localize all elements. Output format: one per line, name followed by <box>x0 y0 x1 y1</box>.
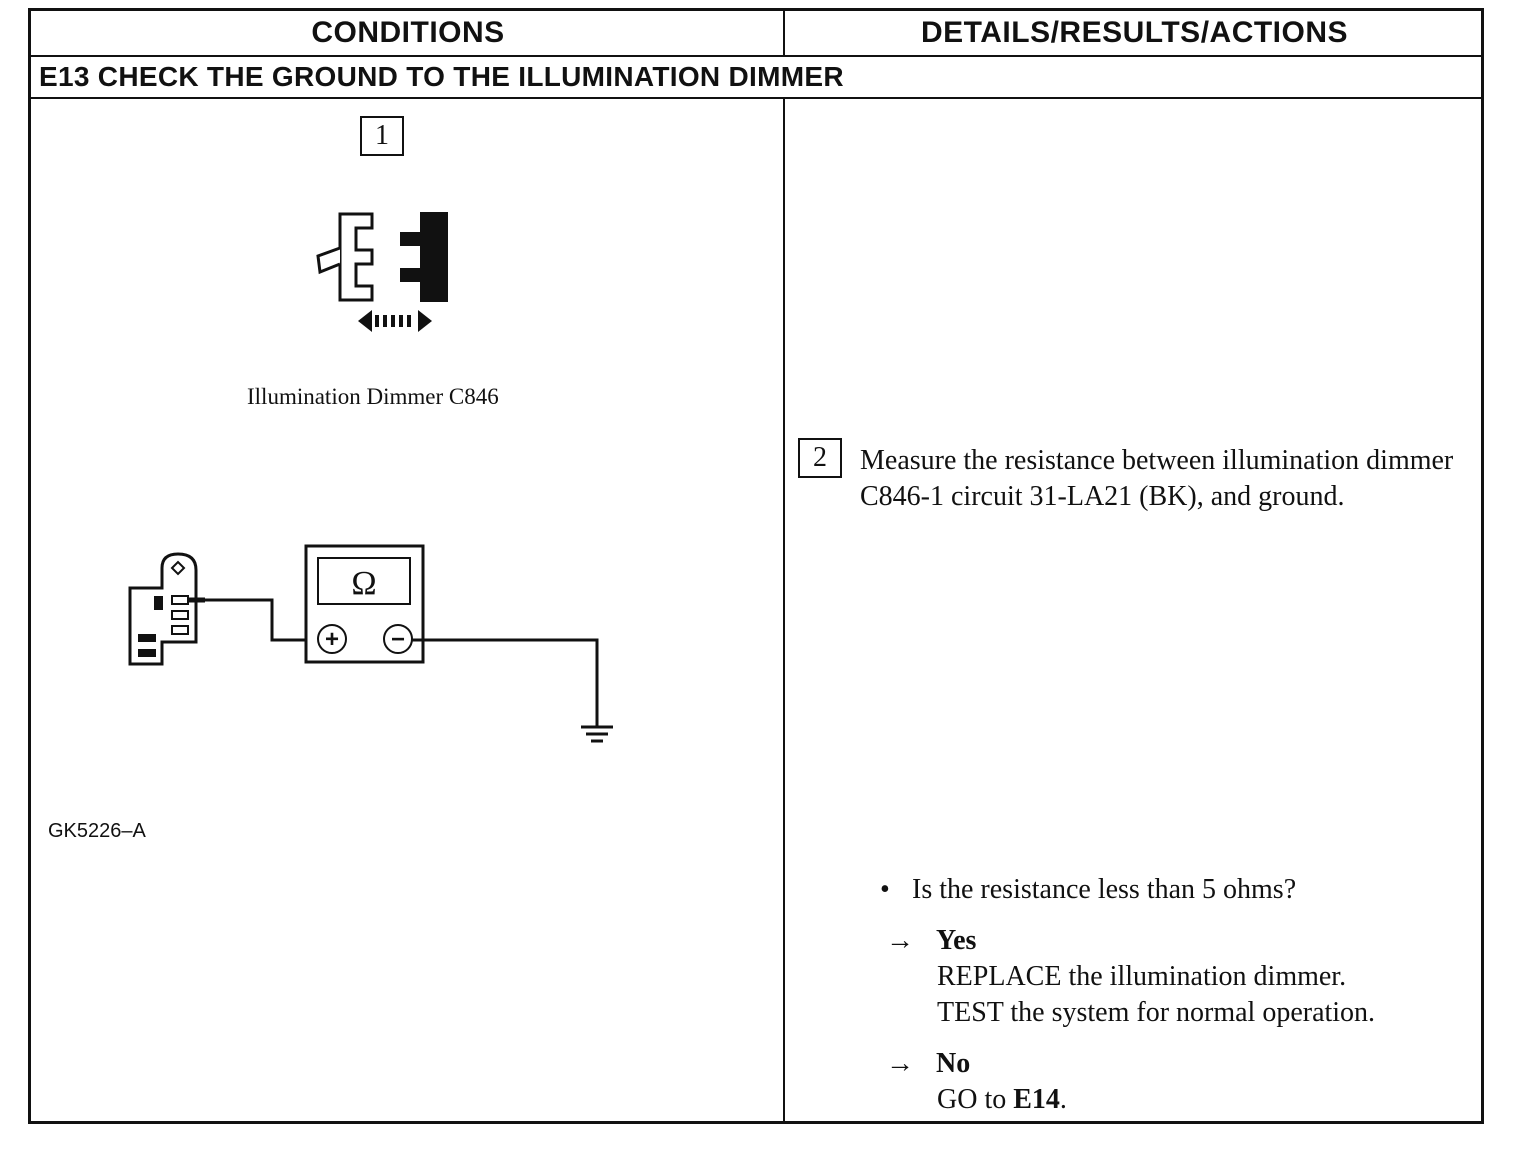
connector-latch <box>316 246 341 275</box>
ground-icon <box>581 725 613 743</box>
procedure-table: CONDITIONS DETAILS/RESULTS/ACTIONS E13 C… <box>28 8 1484 1124</box>
bullet-icon: • <box>880 874 890 905</box>
answer-no: → No GO to E14. <box>886 1046 1067 1118</box>
connector-pin-1 <box>171 595 189 605</box>
positive-terminal <box>317 624 347 654</box>
header-column-divider <box>783 11 785 57</box>
connector-terminal-dark <box>138 634 156 642</box>
plus-icon: + <box>325 626 339 653</box>
connector-caption: Illumination Dimmer C846 <box>247 384 499 409</box>
positive-lead <box>205 598 318 642</box>
connector-terminal-dark <box>154 596 163 610</box>
ohm-symbol: Ω <box>351 565 376 602</box>
title-divider <box>31 97 1481 99</box>
step-number-2: 2 <box>798 438 842 478</box>
conditions-header: CONDITIONS <box>311 16 505 49</box>
answer-yes: → Yes REPLACE the illumination dimmer. TE… <box>886 923 1375 1031</box>
connector-terminal-dark <box>138 649 156 657</box>
answer-action-line: GO to E14. <box>886 1082 1067 1118</box>
ohmmeter-display <box>317 557 411 605</box>
column-divider <box>783 97 785 1121</box>
connector-lock-tab <box>170 560 186 576</box>
arrow-right-icon: → <box>886 925 914 956</box>
connector-half-solid <box>400 212 448 302</box>
connector-disconnect-illustration <box>316 212 448 332</box>
double-arrow-icon <box>358 310 432 332</box>
negative-lead <box>412 638 599 726</box>
details-header: DETAILS/RESULTS/ACTIONS <box>920 16 1349 49</box>
question-text: Is the resistance less than 5 ohms? <box>912 874 1297 905</box>
goto-suffix: . <box>1059 1084 1067 1115</box>
step-2-instruction: Measure the resistance between illuminat… <box>860 445 1454 512</box>
minus-icon: − <box>391 626 405 653</box>
answer-action-line: REPLACE the illumination dimmer. <box>937 961 1347 992</box>
step-title: E13 CHECK THE GROUND TO THE ILLUMINATION… <box>39 61 844 92</box>
question: • Is the resistance less than 5 ohms? <box>880 872 1296 908</box>
answer-label: No <box>936 1048 971 1079</box>
connector-pin-3 <box>171 625 189 635</box>
connector-pin-2 <box>171 610 189 620</box>
answer-label: Yes <box>936 925 977 956</box>
answer-action-line: TEST the system for normal operation. <box>937 997 1376 1028</box>
goto-step-link[interactable]: E14 <box>1013 1084 1060 1115</box>
header-divider <box>31 55 1481 57</box>
goto-prefix: GO to <box>937 1084 1014 1115</box>
connector-half-open <box>338 212 374 302</box>
arrow-right-icon: → <box>886 1048 914 1079</box>
step-number-1: 1 <box>360 116 404 156</box>
figure-id: GK5226–A <box>48 820 146 842</box>
ohmmeter-diagram: Ω + − <box>128 544 613 743</box>
